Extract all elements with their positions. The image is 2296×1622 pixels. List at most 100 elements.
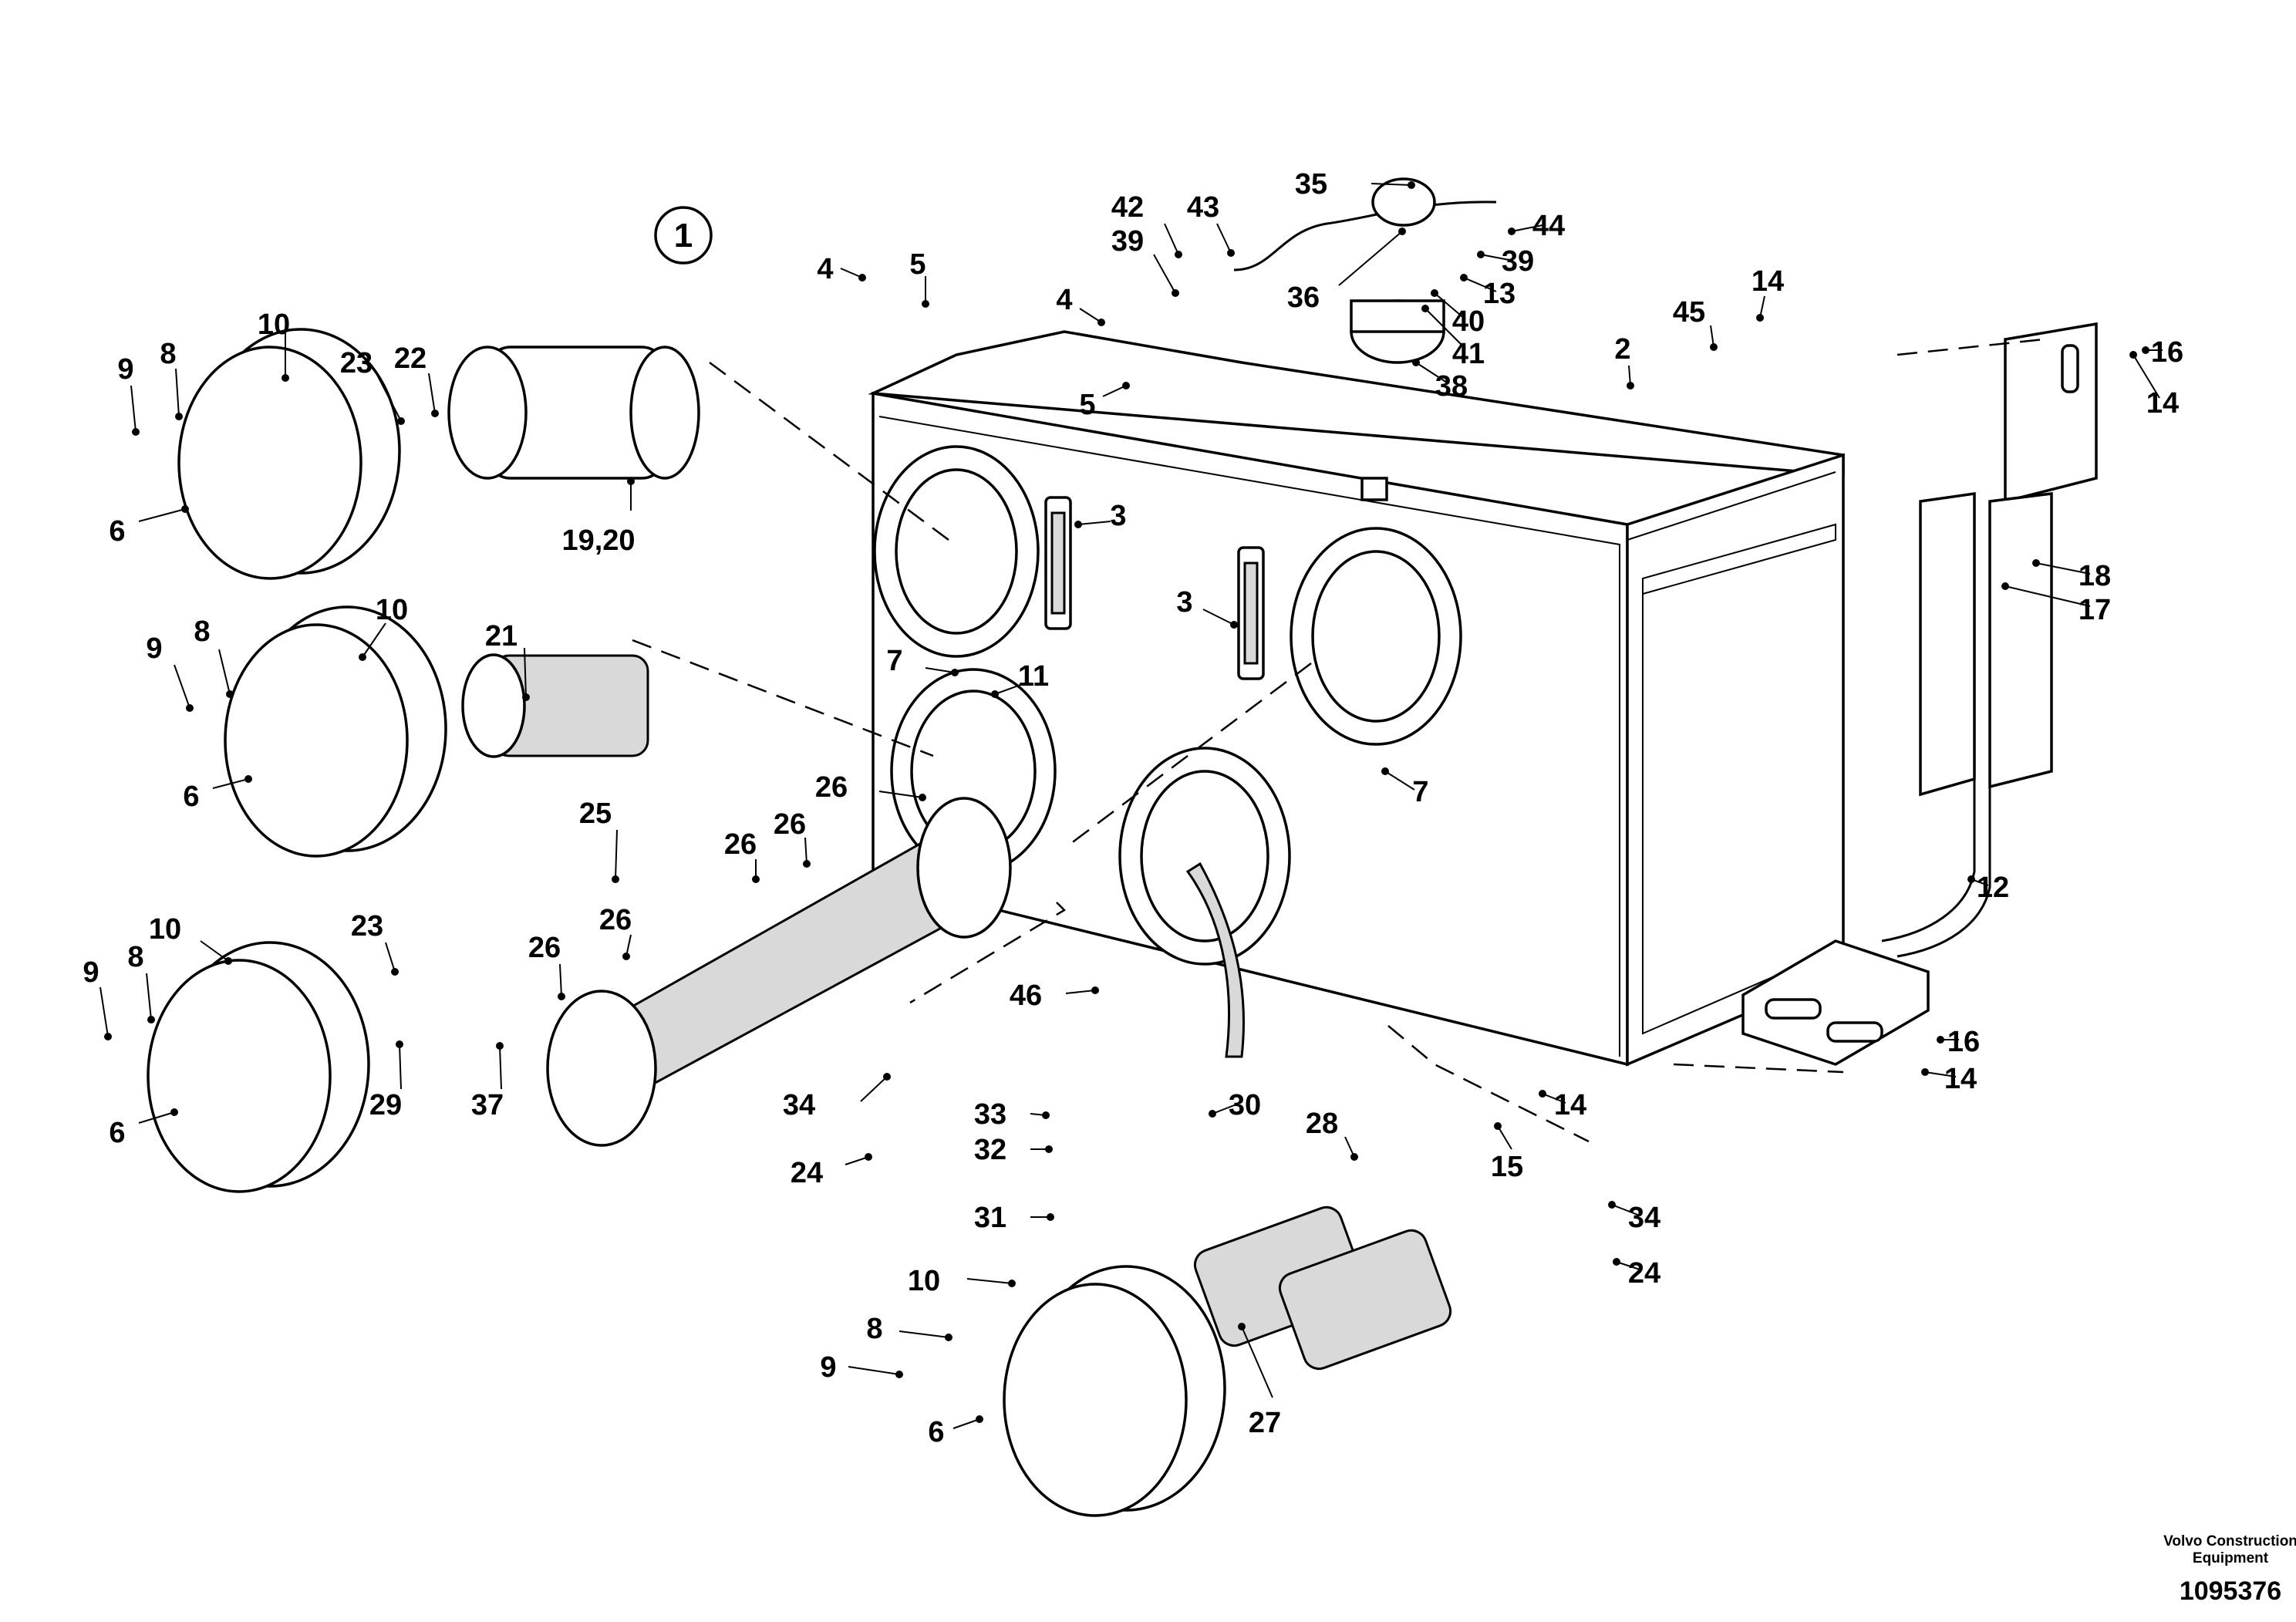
part-number: 38 [1435, 370, 1468, 403]
part-label: 14 [2129, 351, 2179, 420]
leader-dot [282, 374, 289, 382]
part-label: 21 [485, 620, 530, 701]
leader-dot [359, 653, 366, 661]
part-number: 10 [258, 309, 290, 341]
leader-dot [1238, 1323, 1246, 1330]
filter-element-27 [1193, 1206, 1452, 1371]
part-label: 40 [1431, 289, 1485, 338]
part-number: 4 [817, 253, 833, 285]
leader-dot [945, 1334, 952, 1341]
part-label: 6 [183, 775, 252, 813]
part-number: 9 [83, 956, 99, 989]
leader-line [1463, 277, 1497, 292]
sight-glass [1237, 546, 1265, 680]
part-number: 3 [1110, 500, 1126, 532]
assembly-line [1896, 338, 2045, 356]
part-label: 8 [127, 941, 155, 1023]
part-number: 43 [1187, 191, 1219, 224]
leader-dot [181, 505, 189, 513]
leader-line [1497, 1125, 1512, 1150]
leader-dot [431, 410, 439, 417]
document-number: 1095376 [2180, 1576, 2281, 1606]
leader-dot [1074, 521, 1082, 528]
leader-line [1434, 292, 1466, 320]
svg-text:1: 1 [674, 217, 693, 255]
part-label: 16 [1937, 1026, 1980, 1058]
leader-dot [170, 1108, 178, 1116]
leader-line [146, 973, 152, 1020]
leader-line [2132, 354, 2160, 399]
leader-dot [612, 875, 619, 883]
part-number: 17 [2079, 594, 2111, 626]
part-label: 26 [599, 904, 632, 960]
part-label: 22 [394, 342, 439, 417]
leader-dot [1045, 1145, 1053, 1153]
part-label: 45 [1673, 296, 1718, 351]
part-number: 24 [791, 1157, 823, 1189]
part-label: 26 [528, 932, 565, 1000]
part-number: 45 [1673, 296, 1705, 329]
leader-dot [397, 417, 405, 425]
part-label: 10 [149, 913, 232, 965]
leader-line [1338, 231, 1403, 286]
leader-line [848, 1366, 900, 1375]
leader-line [804, 837, 807, 865]
leader-dot [175, 413, 183, 420]
leader-dot [883, 1073, 891, 1081]
leader-dot [1756, 314, 1764, 322]
leader-dot [2001, 582, 2009, 590]
leader-dot [922, 300, 929, 308]
oil-filler [1350, 299, 1445, 364]
part-number: 29 [369, 1089, 402, 1121]
leader-dot [186, 704, 194, 712]
leader-line [1212, 1102, 1241, 1114]
leader-line [1924, 1071, 1957, 1077]
part-label: 38 [1412, 359, 1468, 403]
leader-line [952, 1418, 980, 1429]
leader-dot [858, 274, 866, 282]
leader-dot [496, 1042, 504, 1050]
hose [1233, 201, 1497, 271]
part-number: 7 [886, 645, 902, 677]
part-label: 3 [1074, 500, 1127, 532]
leader-dot [951, 669, 959, 676]
leader-line [2035, 562, 2091, 575]
leader-line [1415, 362, 1448, 383]
part-number: 14 [1944, 1063, 1977, 1095]
leader-line [878, 791, 923, 798]
mounting-bracket [1741, 322, 2098, 1066]
leader-line [99, 986, 109, 1037]
leader-dot [2032, 559, 2040, 567]
part-label: 27 [1238, 1323, 1281, 1439]
leader-dot [1042, 1111, 1050, 1119]
part-label: 26 [724, 828, 760, 883]
part-label: 37 [471, 1042, 504, 1121]
part-label: 25 [579, 798, 619, 883]
leader-line [1202, 609, 1235, 626]
strainer-tube-26 [546, 797, 1012, 1147]
part-label: 6 [109, 505, 189, 548]
part-label: 7 [1381, 767, 1429, 808]
part-label: 28 [1306, 1108, 1358, 1161]
leader-dot [1627, 382, 1634, 389]
assembly-line [1064, 663, 1312, 849]
leader-line [212, 778, 249, 789]
part-number: 6 [183, 781, 199, 813]
view-callout: 1 [654, 206, 713, 265]
part-number: 6 [109, 1117, 125, 1149]
part-number: 27 [1249, 1407, 1281, 1439]
leader-line [840, 268, 863, 278]
leader-dot [1710, 343, 1718, 351]
leader-dot [147, 1016, 155, 1023]
leader-dot [1508, 228, 1515, 235]
part-number: 3 [1176, 586, 1192, 619]
cover-plate [147, 941, 370, 1193]
leader-line [899, 1330, 949, 1338]
leader-line [1611, 1204, 1640, 1216]
leader-dot [522, 693, 530, 701]
part-label: 6 [928, 1415, 983, 1448]
filter-element-21 [461, 653, 649, 758]
leader-dot [132, 428, 140, 436]
leader-line [966, 1278, 1013, 1284]
part-number: 36 [1287, 282, 1320, 314]
